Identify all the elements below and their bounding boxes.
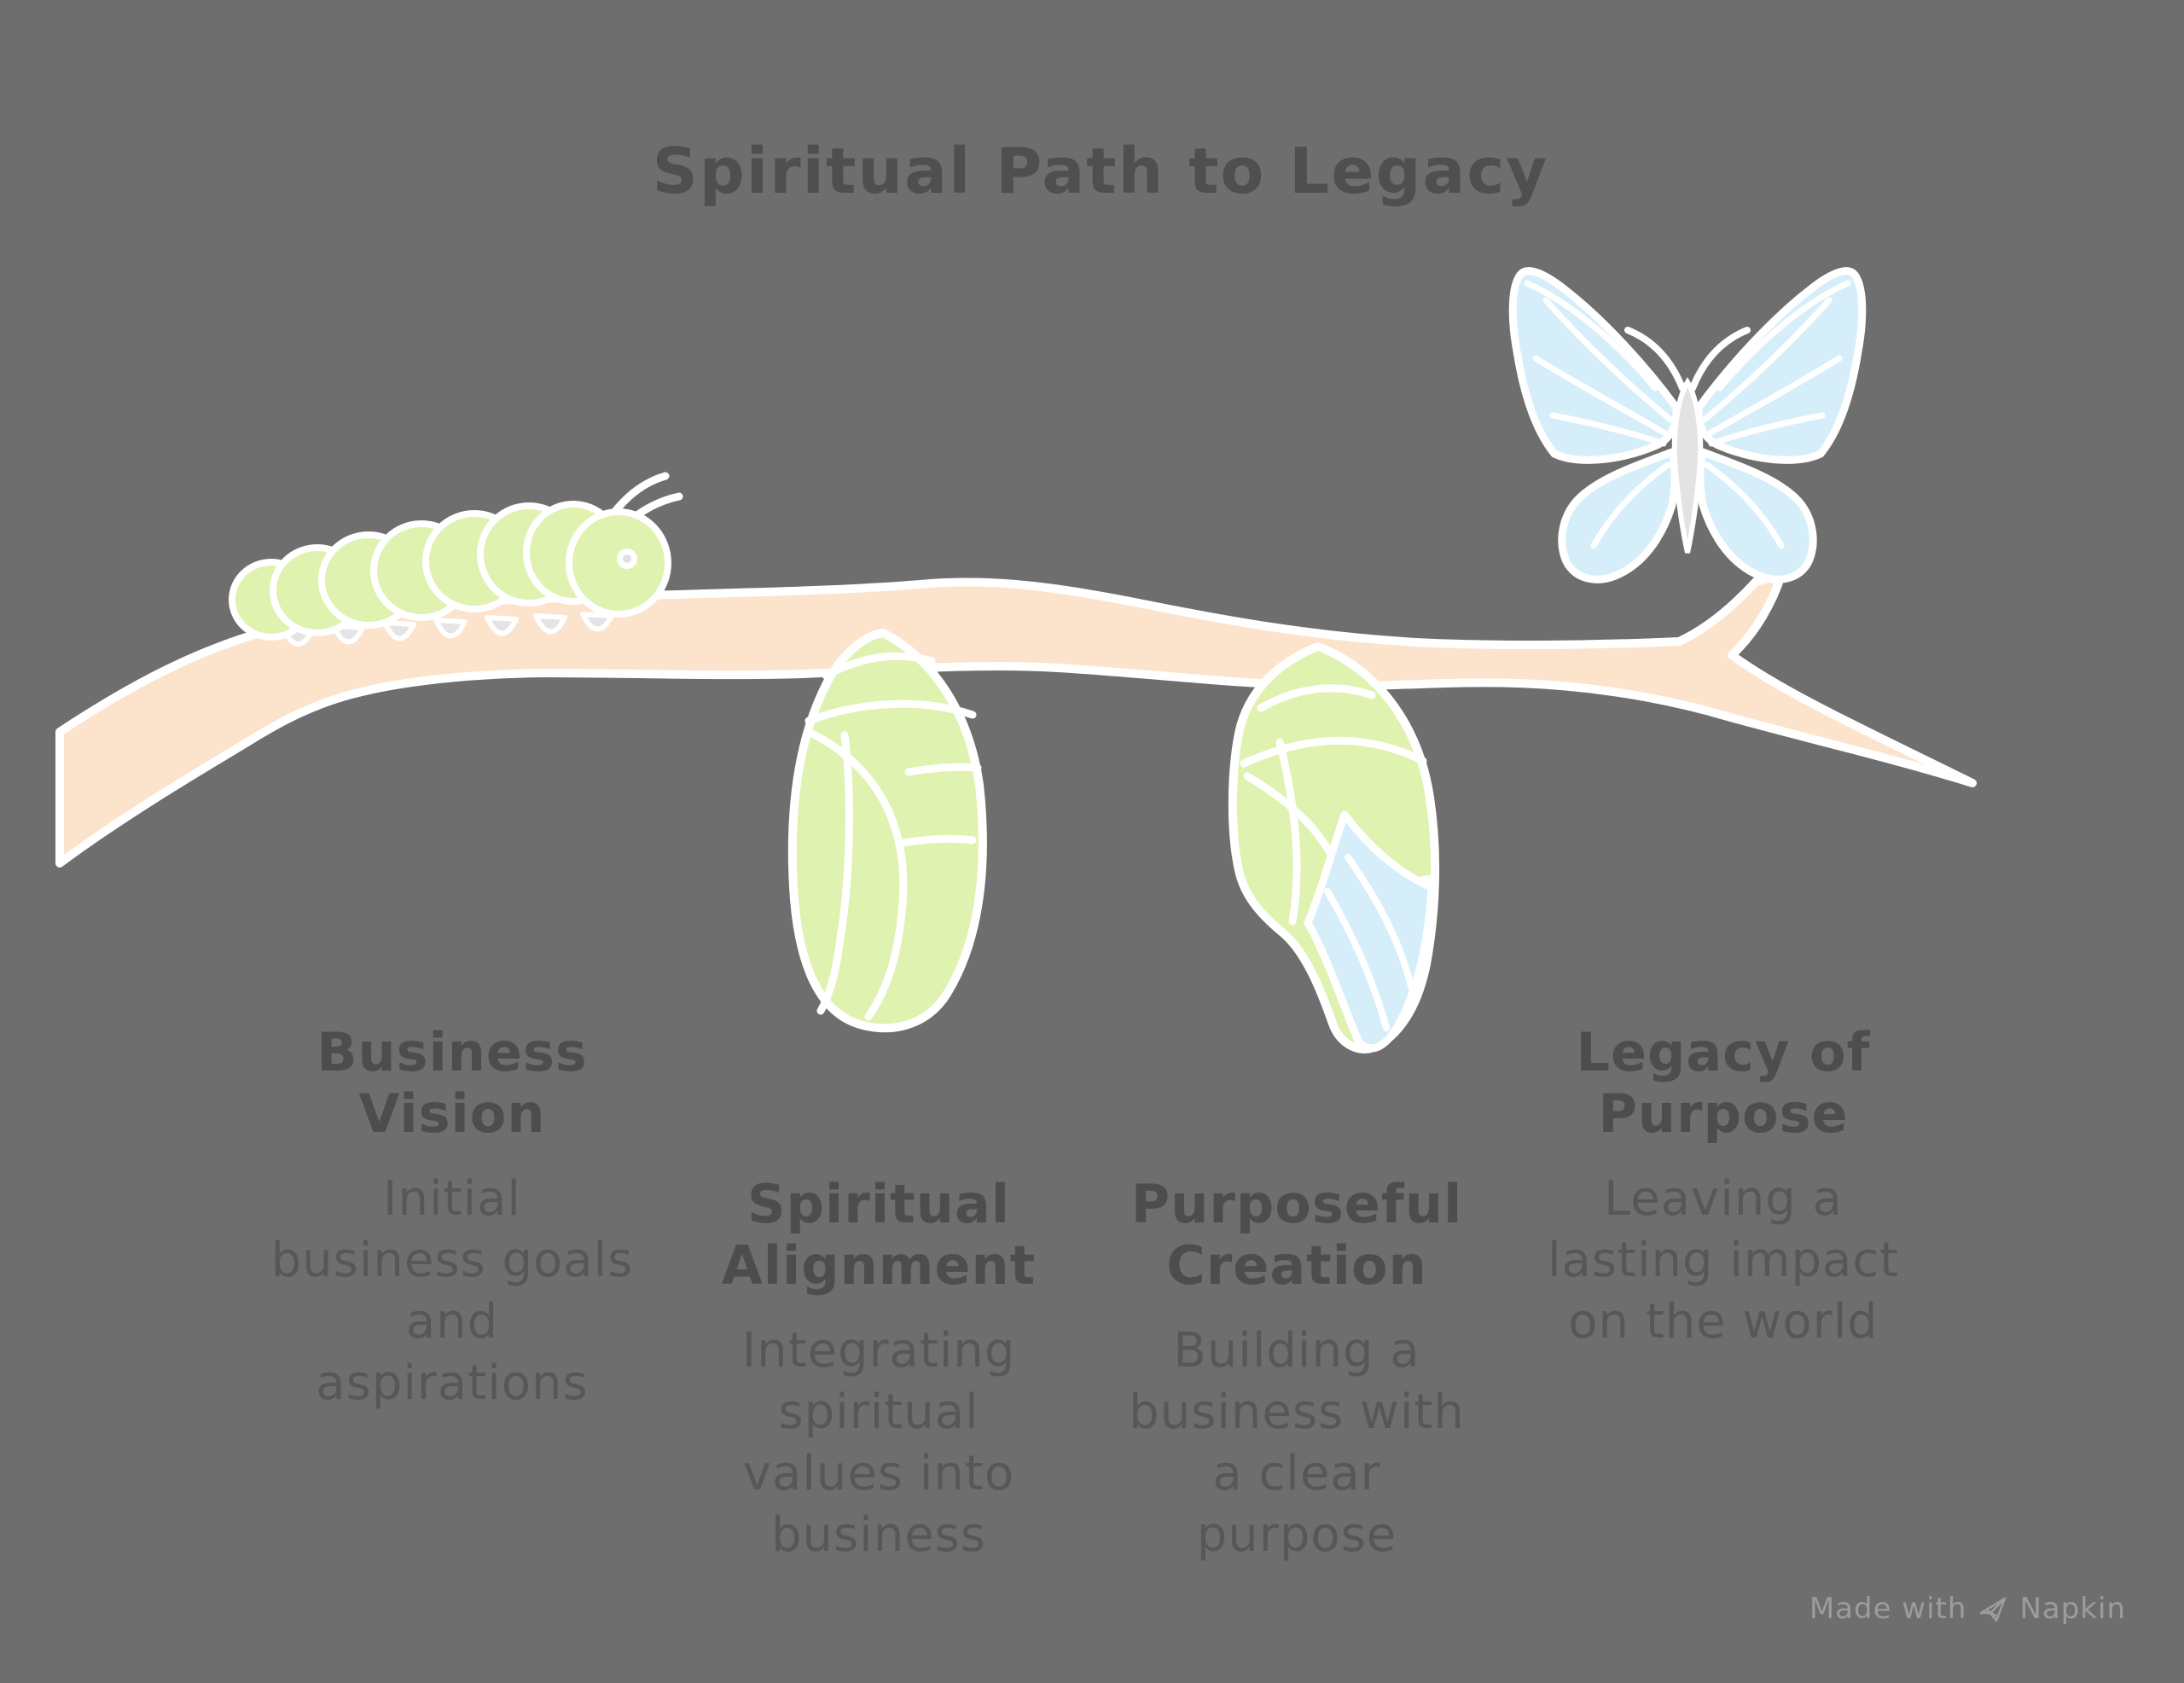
napkin-logo-icon — [1980, 1597, 2007, 1622]
watermark-brand: Napkin — [2019, 1592, 2126, 1626]
stage-heading: Business Vision — [317, 1021, 588, 1145]
watermark-prefix: Made with — [1809, 1592, 1967, 1626]
stage-business-vision: Business Vision Initial business goals a… — [213, 1022, 691, 1414]
stage-description: Integrating spiritual values into busine… — [741, 1322, 1016, 1563]
diagram-title: Spiritual Path to Legacy — [652, 135, 1549, 208]
watermark: Made with Napkin — [1809, 1592, 2126, 1626]
stage-heading: Purposeful Creation — [1130, 1173, 1463, 1297]
stage-heading: Legacy of Purpose — [1576, 1021, 1871, 1145]
stage-description: Initial business goals and aspirations — [270, 1170, 634, 1411]
caterpillar-icon — [229, 472, 683, 647]
stage-purposeful-creation: Purposeful Creation Building a business … — [1058, 1174, 1536, 1566]
branch-graphic — [55, 571, 1977, 868]
stage-description: Building a business with a clear purpose — [1129, 1322, 1465, 1563]
butterfly-icon — [1508, 267, 1867, 583]
stage-spiritual-alignment: Spiritual Alignment Integrating spiritua… — [640, 1174, 1118, 1566]
chrysalis-emerging-icon — [1228, 642, 1440, 1053]
stage-legacy-of-purpose: Legacy of Purpose Leaving a lasting impa… — [1484, 1022, 1962, 1353]
stage-description: Leaving a lasting impact on the world — [1547, 1170, 1900, 1349]
chrysalis-icon — [787, 629, 987, 1033]
stage-heading: Spiritual Alignment — [721, 1173, 1037, 1297]
